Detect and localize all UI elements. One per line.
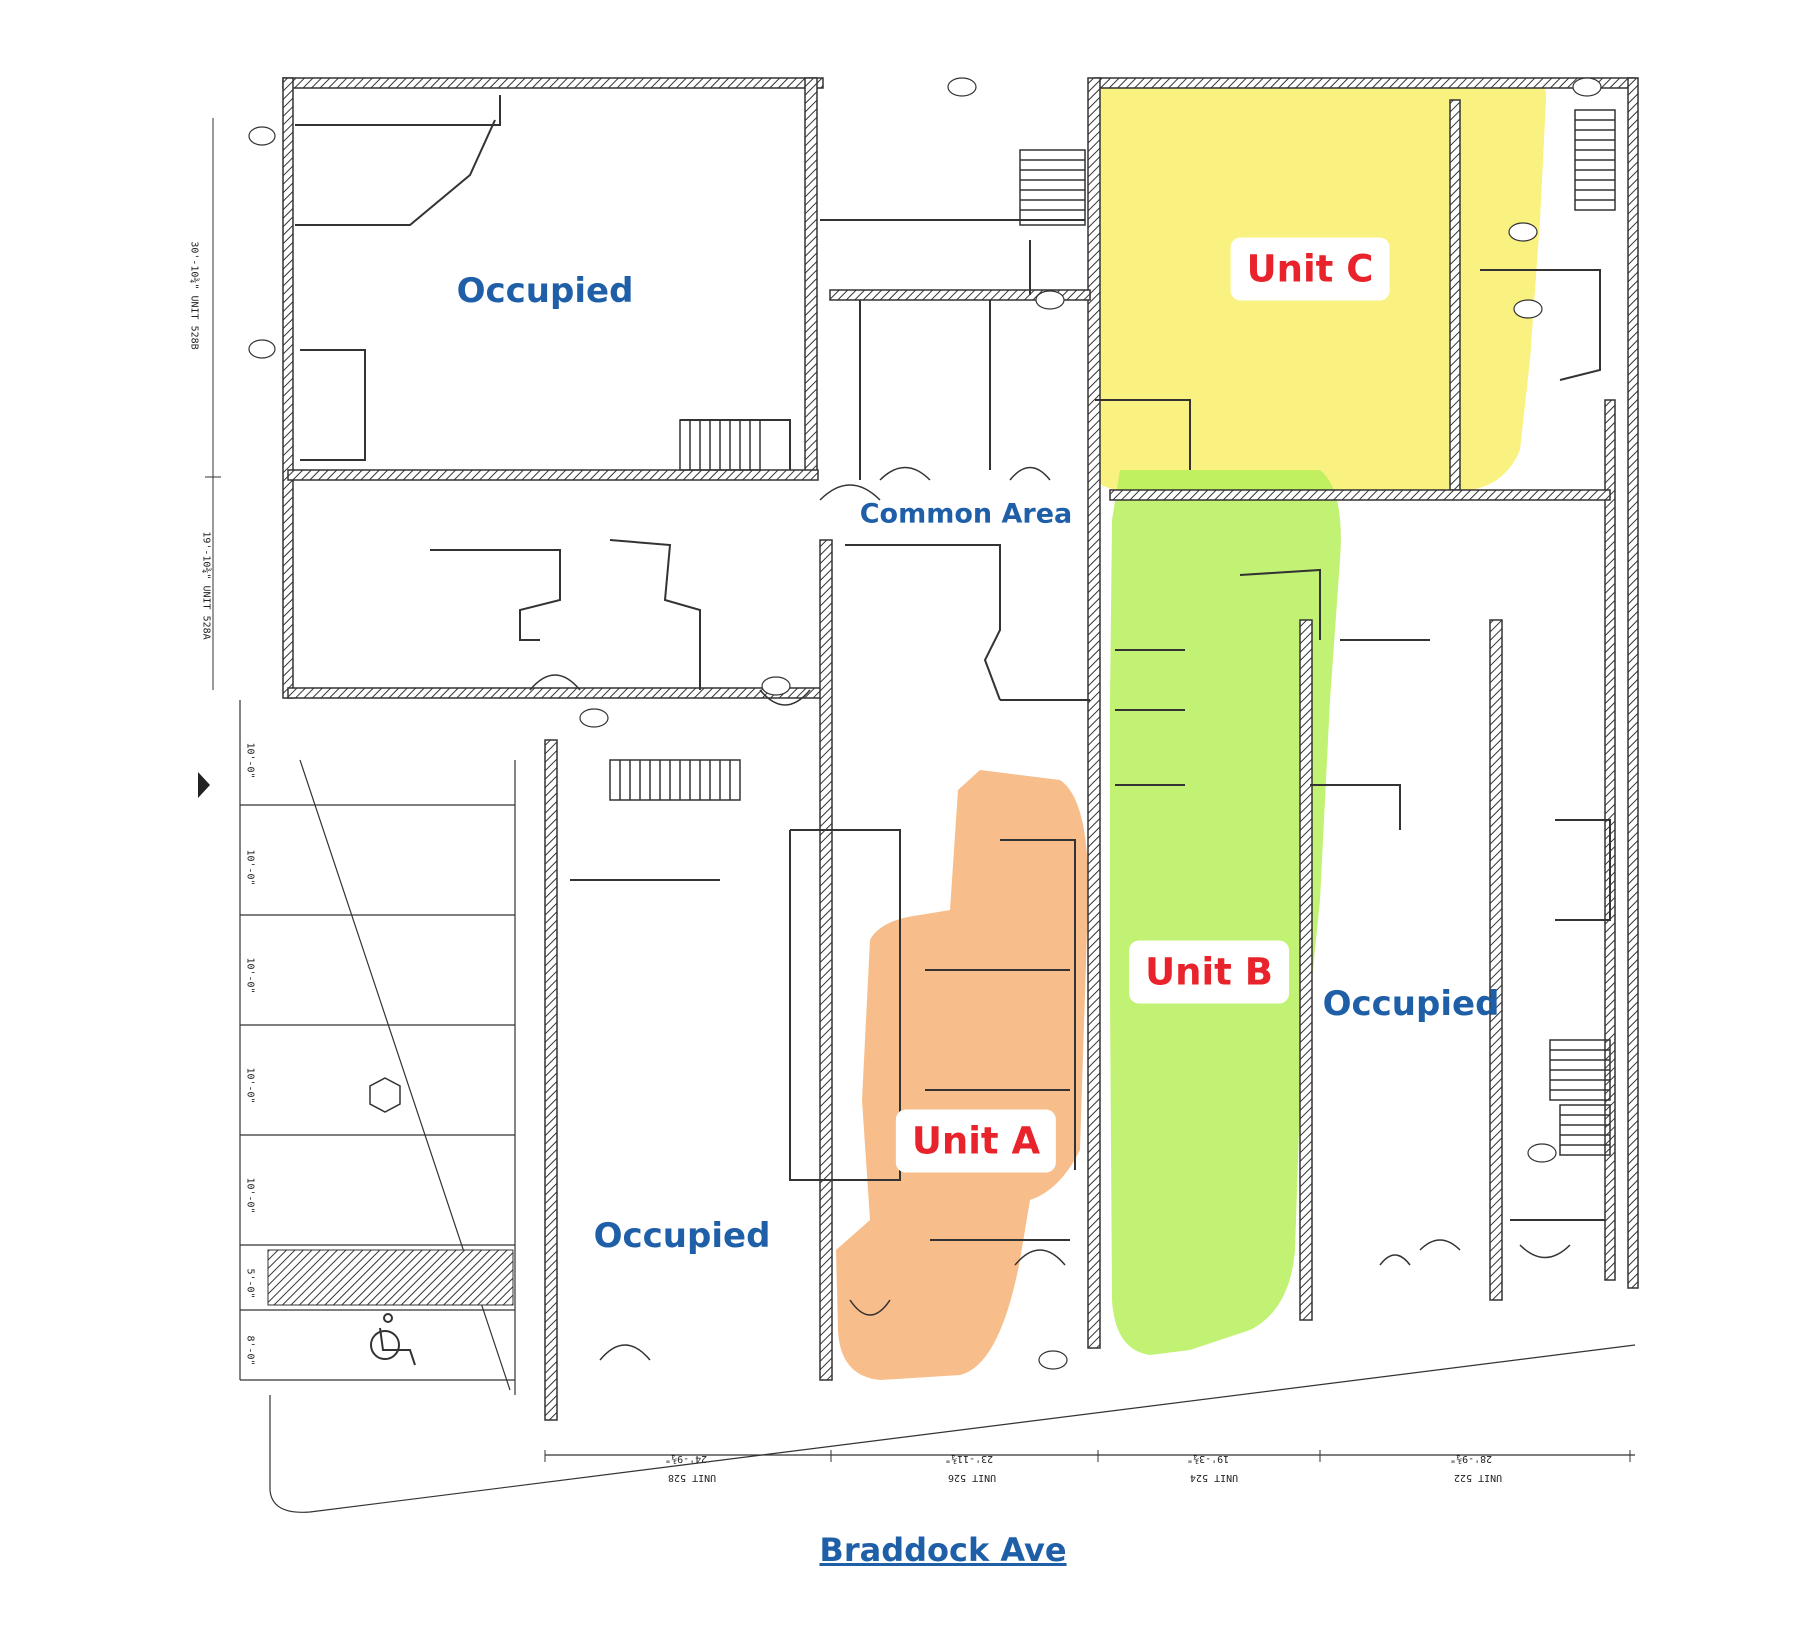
unit-a-label[interactable]: Unit A (895, 1109, 1057, 1173)
dim-width-526: 23'-11¾" (945, 1453, 994, 1464)
parking-tag-icon (369, 1077, 401, 1113)
door-swings (529, 466, 1571, 1361)
accessible-aisle (267, 1249, 514, 1306)
dim-parking-1: 10'-0" (244, 742, 256, 779)
dim-parking-3: 10'-0" (244, 957, 256, 994)
dim-parking-7: 8'-0" (244, 1335, 256, 1366)
dim-parking-5: 10'-0" (244, 1177, 256, 1214)
dim-name-522: UNIT 522 (1454, 1472, 1503, 1483)
dim-parking-4: 10'-0" (244, 1067, 256, 1104)
common-area-label: Common Area (859, 498, 1073, 530)
dim-parking-6: 5'-0" (244, 1268, 256, 1299)
dim-name-524: UNIT 524 (1190, 1472, 1239, 1483)
dimension-lines (205, 118, 1631, 1462)
street-label: Braddock Ave (819, 1531, 1067, 1569)
dim-width-528: 24'-9¾" (665, 1453, 708, 1464)
unit-b-highlight[interactable] (1110, 470, 1341, 1355)
building-walls (282, 77, 1639, 1421)
occupied-label-right: Occupied (1322, 984, 1500, 1024)
door-tags (248, 77, 1602, 1370)
north-arrow-icon (198, 772, 210, 798)
dim-unit-528b: 30'-10¾" UNIT 528B (188, 241, 200, 350)
unit-a-highlight[interactable] (836, 770, 1089, 1380)
occupied-label-top-left: Occupied (456, 271, 634, 311)
dim-name-526: UNIT 526 (948, 1472, 997, 1483)
dim-width-524: 19'-3¾" (1187, 1453, 1230, 1464)
wheelchair-icon (370, 1313, 416, 1366)
dim-unit-528a: 19'-10¾" UNIT 528A (200, 531, 212, 640)
interior-walls (295, 95, 1611, 1241)
unit-c-label[interactable]: Unit C (1230, 237, 1390, 301)
dim-name-528: UNIT 528 (668, 1472, 717, 1483)
stairs (609, 109, 1616, 1156)
dim-parking-2: 10'-0" (244, 849, 256, 886)
unit-b-label[interactable]: Unit B (1129, 940, 1289, 1004)
dim-width-522: 28'-9¾" (1450, 1453, 1493, 1464)
occupied-label-bottom-left: Occupied (593, 1216, 771, 1256)
